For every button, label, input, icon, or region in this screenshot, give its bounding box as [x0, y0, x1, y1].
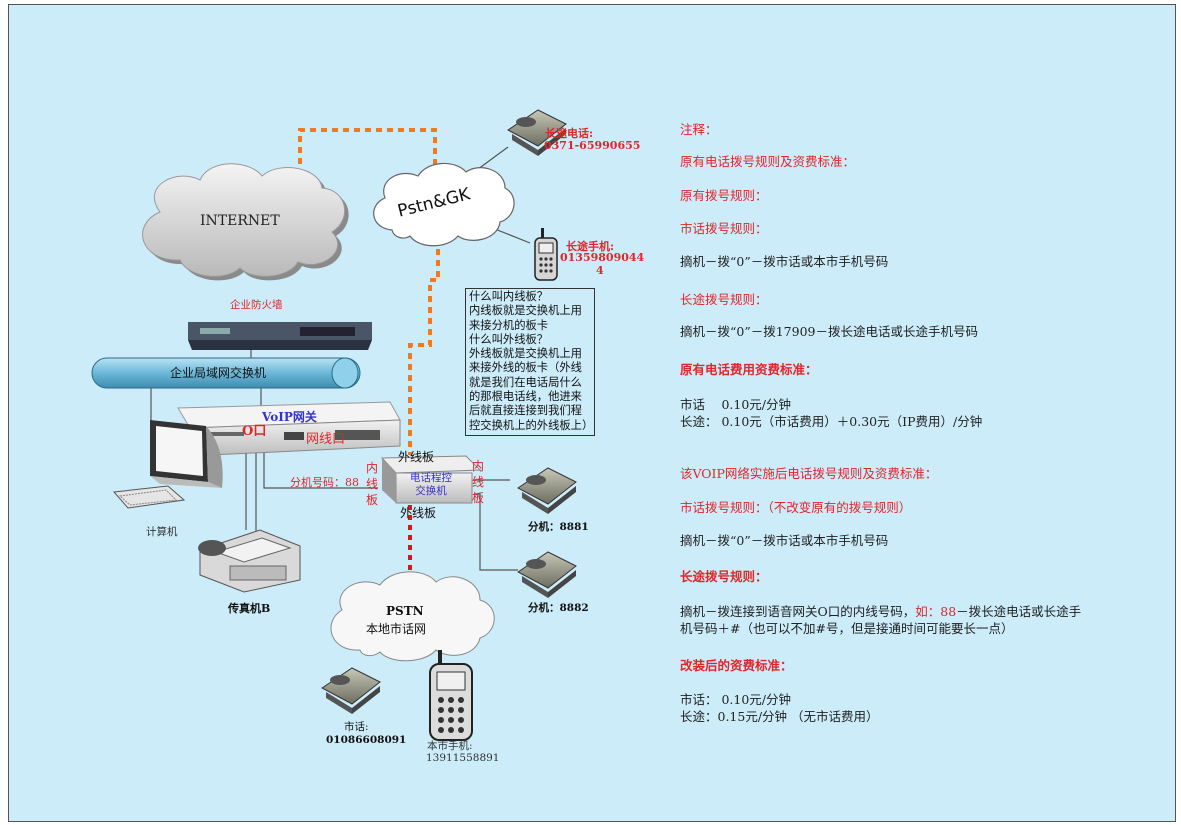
outer-board-top-label: 外线板 [398, 450, 435, 464]
long-mobile-number-cont: 4 [596, 264, 604, 277]
board-explanation-box: 什么叫内线板？ 内线板就是交换机上用来接分机的板卡 什么叫外线板？ 外线板就是交… [465, 288, 595, 436]
phone-long-distance-shape [507, 109, 567, 156]
infobox-line: 什么叫外线板？ [469, 332, 549, 346]
new-fee-long-text: 长途：0.15元/分钟 （无市话费用） [680, 709, 879, 724]
voip-long-dial-heading: 长途拨号规则： [680, 569, 768, 584]
voip-long-dial-text-line2: 机号码＋#（也可以不加#号，但是接通时间可能要长一点） [680, 621, 1014, 636]
phone-8881-shape [517, 467, 577, 514]
fee-local-text: 市话 0.10元/分钟 [680, 397, 792, 412]
internet-label: INTERNET [200, 213, 280, 229]
local-phone-number: 01086608091 [326, 734, 407, 746]
lan-switch-tube-shape [91, 357, 361, 389]
phone-8882-shape [517, 551, 577, 598]
local-network-label: 本地市话网 [366, 622, 427, 636]
voip-gateway-label: VoIP网关 [262, 410, 317, 424]
voip-gateway-shape [177, 401, 401, 457]
infobox-line: 内线板就是交换机上用来接分机的板卡 [469, 304, 582, 332]
fee-long-text: 长途： 0.10元（市话费用）＋0.30元（IP费用）/分钟 [680, 414, 983, 429]
original-dial-heading: 原有拨号规则： [680, 188, 768, 203]
pstn-gk-cloud-shape [373, 162, 515, 247]
notes-title: 注释： [680, 122, 718, 137]
mobile-long-distance-shape [534, 228, 558, 281]
long-mobile-number: 01359809044 [560, 251, 645, 264]
local-dial-text: 摘机－拨“0”－拨市话或本市手机号码 [680, 254, 889, 269]
pbx-shape [380, 455, 482, 504]
fax-label: 传真机B [228, 602, 271, 615]
new-fee-local-text: 市话： 0.10元/分钟 [680, 692, 792, 707]
new-fee-heading: 改装后的资费标准： [680, 658, 793, 673]
wan-port-label: 网线口 [306, 432, 346, 447]
local-mobile-number: 13911558891 [426, 752, 500, 764]
firewall-device-shape [188, 322, 372, 350]
long-phone-number: 0371-65990655 [544, 139, 641, 152]
original-rules-heading: 原有电话拨号规则及资费标准： [680, 154, 856, 169]
inner-board-right-label: 内 线 板 [472, 459, 485, 505]
outer-board-bottom-label: 外线板 [400, 506, 437, 520]
ext-8882-label: 分机：8882 [528, 602, 589, 614]
local-mobile-label: 本市手机: [427, 740, 473, 752]
lan-switch-label: 企业局域网交换机 [170, 366, 267, 380]
long-phone-label: 长途电话: [545, 127, 594, 140]
mobile-local-shape [429, 650, 473, 741]
fax-shape [198, 529, 301, 593]
voip-local-dial-heading: 市话拨号规则：（不改变原有的拨号规则） [680, 500, 912, 515]
pbx-label: 电话程控 交换机 [410, 472, 452, 497]
infobox-line: 什么叫内线板？ [469, 290, 549, 303]
computer-label: 计算机 [146, 526, 178, 538]
phone-local-shape [321, 667, 381, 714]
extension-number-label: 分机号码：88 [290, 476, 359, 489]
ext-8881-label: 分机：8881 [528, 521, 589, 533]
local-dial-heading: 市话拨号规则： [680, 221, 768, 236]
o-port-label: O口 [242, 424, 267, 439]
pstn-cloud-shape [330, 571, 495, 662]
pstn-label: PSTN [386, 604, 424, 618]
local-phone-label: 市话: [344, 721, 369, 733]
inner-board-left-label: 内 线 板 [366, 461, 379, 507]
long-dial-text: 摘机－拨“0”－拨17909－拨长途电话或长途手机号码 [680, 324, 978, 339]
voip-long-dial-text-line1: 摘机－拨连接到语音网关O口的内线号码，如：88－拨长途电话或长途手 [680, 604, 1082, 619]
computer-shape [112, 420, 223, 509]
voip-local-dial-text: 摘机－拨“0”－拨市话或本市手机号码 [680, 533, 889, 548]
long-mobile-label: 长途手机: [566, 240, 615, 253]
original-fee-heading: 原有电话费用资费标准： [680, 362, 818, 377]
long-dial-heading: 长途拨号规则： [680, 292, 768, 307]
internet-cloud-shape [142, 163, 349, 281]
firewall-label: 企业防火墙 [230, 299, 283, 311]
internet-pstn-link [298, 128, 440, 455]
infobox-line: 外线板就是交换机上用来接外线的板卡（外线就是我们在电话局什么的那根电话线，他进来… [469, 347, 594, 432]
voip-rules-heading: 该VOIP网络实施后电话拨号规则及资费标准： [680, 466, 938, 481]
